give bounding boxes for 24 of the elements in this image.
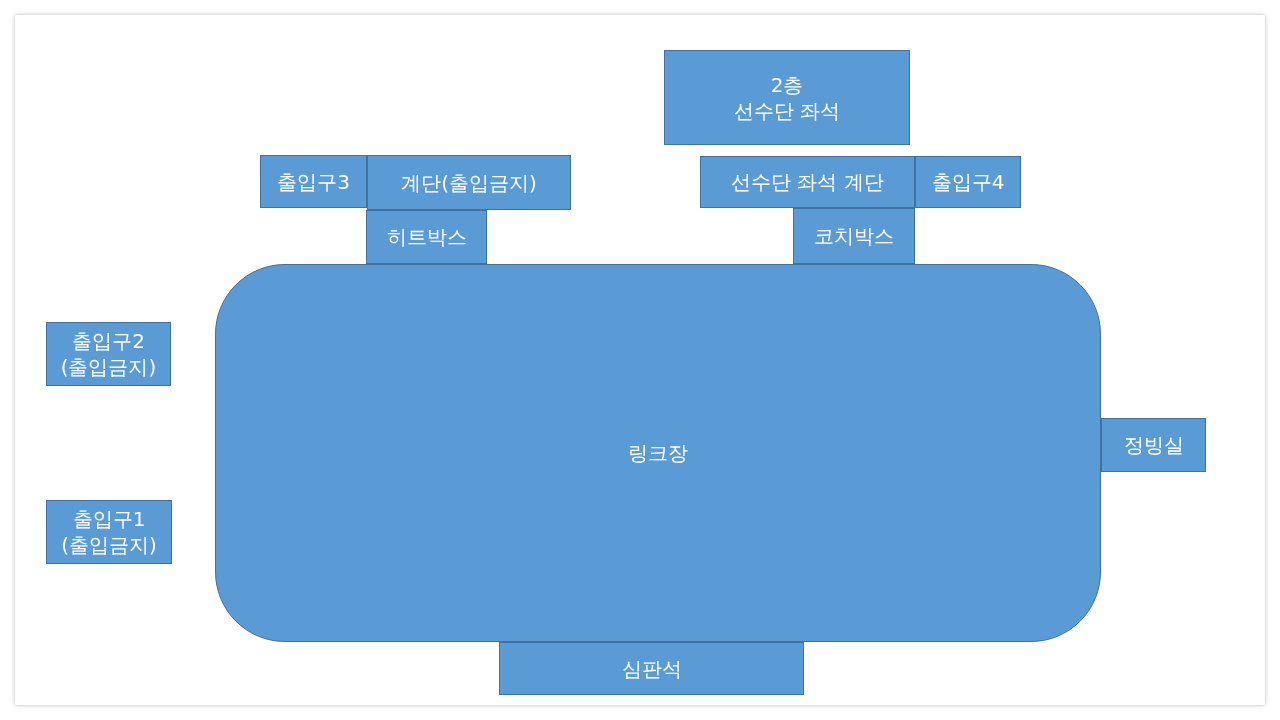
room-name: 심판석 (621, 655, 682, 682)
entrance-area (46, 322, 171, 386)
referee-area (499, 642, 804, 695)
resurfacing-room (1101, 418, 1206, 472)
room-name: 링크장 (628, 440, 688, 466)
entrance-area (46, 500, 172, 564)
room-name: 2층 선수단 좌석 (733, 71, 841, 124)
room-name: 출입구3 (277, 168, 350, 195)
room-name: 출입구2 (출입금지) (59, 328, 158, 380)
room-name: 선수단 좌석 계단 (731, 169, 884, 195)
room-name: 코치박스 (814, 223, 894, 249)
entrance-area (260, 155, 367, 208)
room-name: 출입구1 (출입금지) (60, 506, 158, 558)
room-name: 출입구4 (931, 169, 1005, 195)
stairs-area (367, 155, 571, 210)
penalty-box-area (366, 210, 487, 264)
seating-area (664, 50, 910, 145)
room-name: 정빙실 (1123, 432, 1184, 458)
rink-area (215, 264, 1101, 642)
stairs-area (700, 156, 915, 208)
entrance-area (915, 156, 1021, 208)
room-name: 계단(출입금지) (401, 169, 537, 196)
bench-area (793, 208, 915, 264)
room-name: 히트박스 (386, 224, 467, 250)
